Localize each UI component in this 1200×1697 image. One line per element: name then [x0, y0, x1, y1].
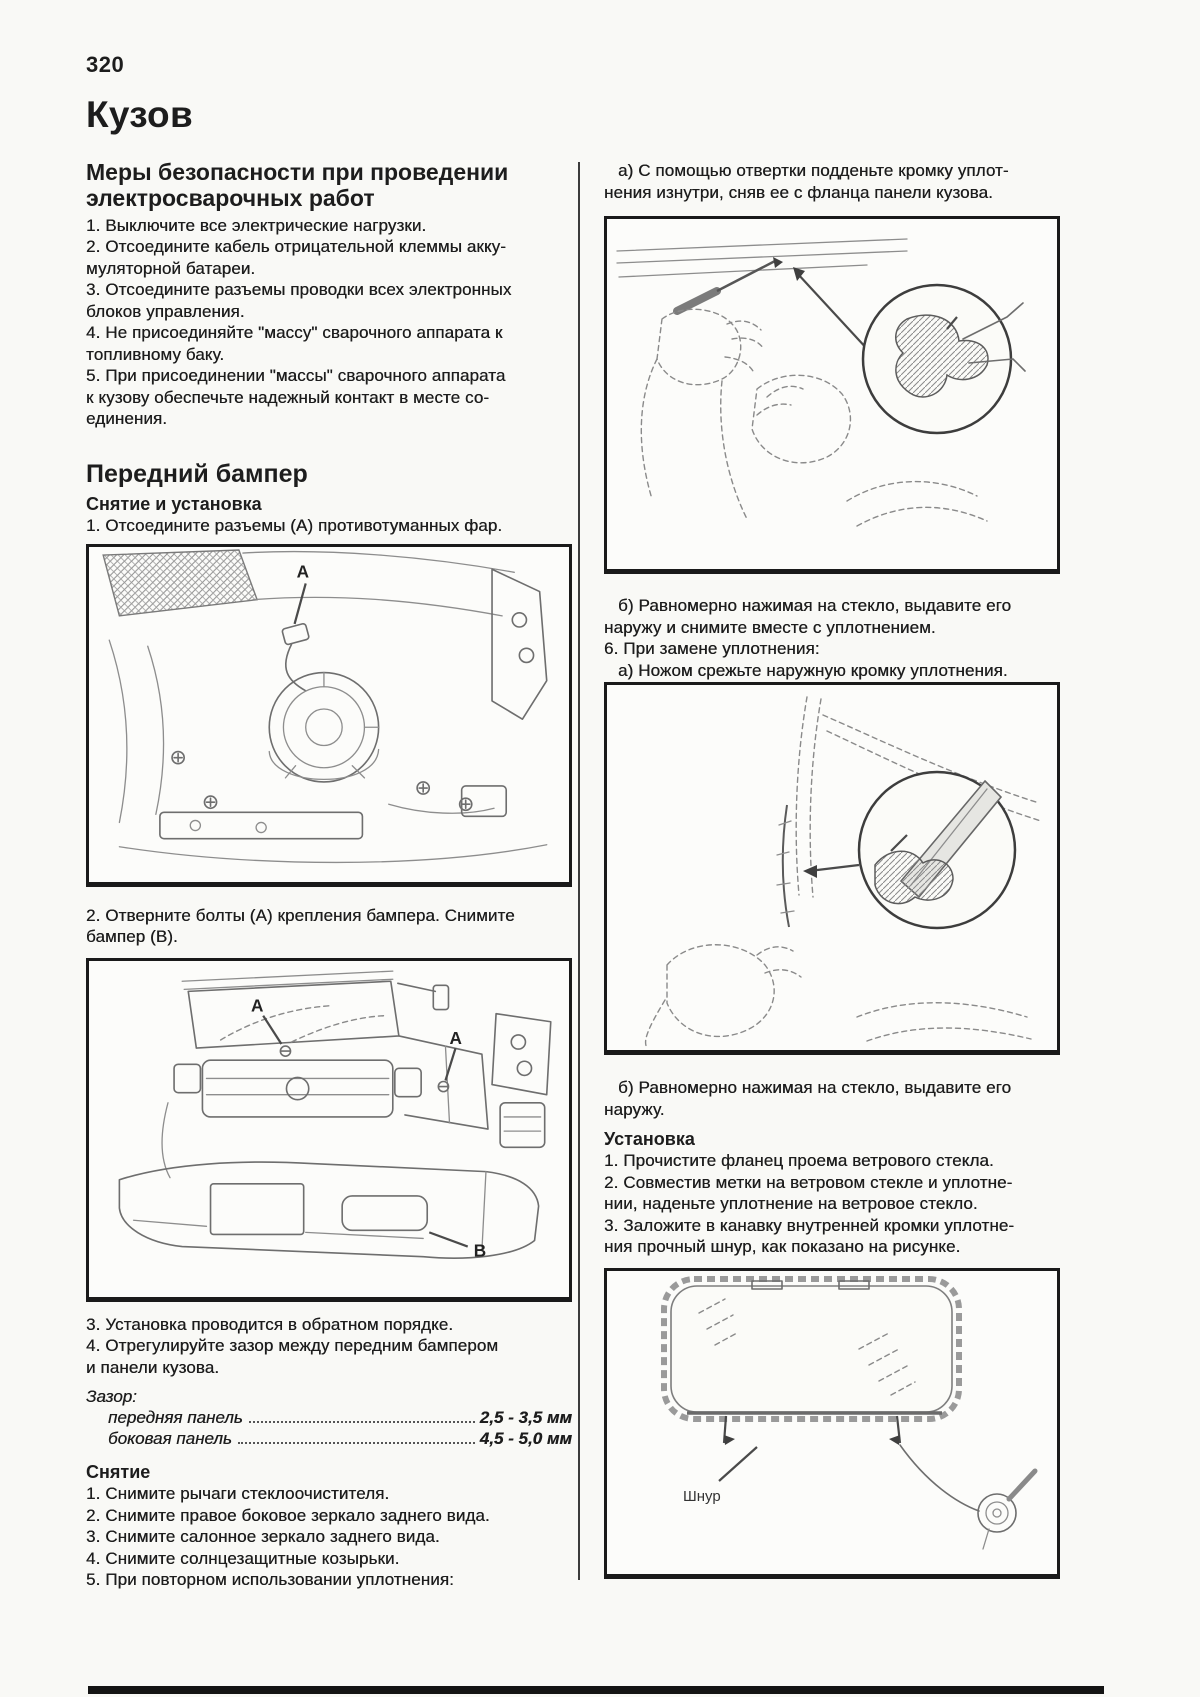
gap-spec-row: передняя панель 2,5 - 3,5 мм — [86, 1407, 572, 1428]
windshield-cord-illustration: Шнур — [661, 1275, 1038, 1550]
bumper-step-1: 1. Отсоедините разъемы (А) противотуманн… — [86, 515, 503, 535]
bumper-step-2: 2. Отверните болты (А) крепления бампера… — [86, 905, 515, 947]
seal-step-6: 6. При замене уплотнения: — [604, 639, 820, 658]
dot-leader — [237, 1442, 475, 1445]
install-item: 3. Заложите в канавку внутренней кромки … — [604, 1215, 1015, 1257]
bumper-step-3: 3. Установка проводится в обратном поряд… — [86, 1314, 454, 1334]
removal-item: 3. Снимите салонное зеркало заднего вида… — [86, 1527, 440, 1547]
safety-section-heading: Меры безопасности при проведении электро… — [86, 158, 509, 211]
left-column: 320 Кузов Меры безопасности при проведен… — [86, 52, 572, 1591]
gap-spec-row: боковая панель 4,5 - 5,0 мм — [86, 1428, 572, 1449]
front-bumper-illustration: А А В — [118, 969, 552, 1260]
cut-seal-illustration — [644, 696, 1042, 1049]
figure-pry-seal-screwdriver — [604, 216, 1060, 574]
bumper-label-b: В — [474, 1240, 486, 1260]
removal-heading: Снятие — [86, 1462, 151, 1483]
install-heading: Установка — [604, 1129, 695, 1149]
right-column: а) С помощью отвертки подденьте кромку у… — [604, 160, 1060, 1579]
fog-lamp-illustration: А — [102, 549, 548, 864]
removal-item: 1. Снимите рычаги стеклоочистителя. — [86, 1484, 390, 1504]
pry-seal-illustration — [616, 238, 1026, 527]
figure-windshield-cord: Шнур — [604, 1267, 1060, 1579]
gap-spec-label: Зазор: — [86, 1387, 137, 1407]
gap-spec: Зазор: передняя панель 2,5 - 3,5 мм боко… — [86, 1386, 572, 1449]
page-number: 320 — [86, 52, 125, 77]
safety-item: 5. При присоединении "массы" сварочного … — [86, 366, 506, 429]
removal-item: 4. Снимите солнцезащитные козырьки. — [86, 1548, 400, 1568]
footer-bar — [88, 1686, 1104, 1694]
seal-step-5b: б) Равномерно нажимая на стекло, выдавит… — [604, 596, 1012, 637]
removal-item: 2. Снимите правое боковое зеркало заднег… — [86, 1505, 490, 1525]
cord-label: Шнур — [683, 1488, 721, 1505]
safety-item: 3. Отсоедините разъемы проводки всех эле… — [86, 280, 512, 321]
fog-lamp-label-a: А — [297, 562, 309, 582]
install-item: 2. Совместив метки на ветровом стекле и … — [604, 1172, 1013, 1214]
safety-item: 4. Не присоединяйте "массу" сварочного а… — [86, 323, 503, 364]
front-bumper-subheading: Снятие и установка — [86, 493, 262, 514]
safety-item: 2. Отсоедините кабель отрицательной клем… — [86, 237, 506, 278]
front-bumper-heading: Передний бампер — [86, 459, 308, 488]
gap-spec-value: 2,5 - 3,5 мм — [479, 1408, 572, 1428]
seal-step-5a: а) С помощью отвертки подденьте кромку у… — [604, 161, 1009, 202]
bumper-label-a2: А — [450, 1028, 462, 1048]
figure-fog-lamp-connectors: А — [86, 544, 572, 887]
gap-spec-name: передняя панель — [108, 1408, 243, 1428]
removal-item: 5. При повторном использовании уплотнени… — [86, 1570, 454, 1590]
gap-spec-value: 4,5 - 5,0 мм — [479, 1429, 572, 1449]
dot-leader — [248, 1421, 475, 1424]
seal-step-6a: а) Ножом срежьте наружную кромку уплотне… — [618, 660, 1008, 680]
figure-front-bumper: А А В — [86, 957, 572, 1302]
gap-spec-name: боковая панель — [108, 1429, 232, 1449]
safety-item: 1. Выключите все электрические нагрузки. — [86, 215, 427, 235]
bumper-step-4: 4. Отрегулируйте зазор между передним ба… — [86, 1336, 499, 1377]
column-divider — [578, 162, 580, 1580]
figure-cut-seal-knife — [604, 682, 1060, 1055]
seal-step-6b: б) Равномерно нажимая на стекло, выдавит… — [604, 1078, 1012, 1119]
install-item: 1. Прочистите фланец проема ветрового ст… — [604, 1151, 994, 1170]
bumper-label-a1: А — [251, 995, 263, 1015]
page-title: Кузов — [86, 94, 193, 135]
